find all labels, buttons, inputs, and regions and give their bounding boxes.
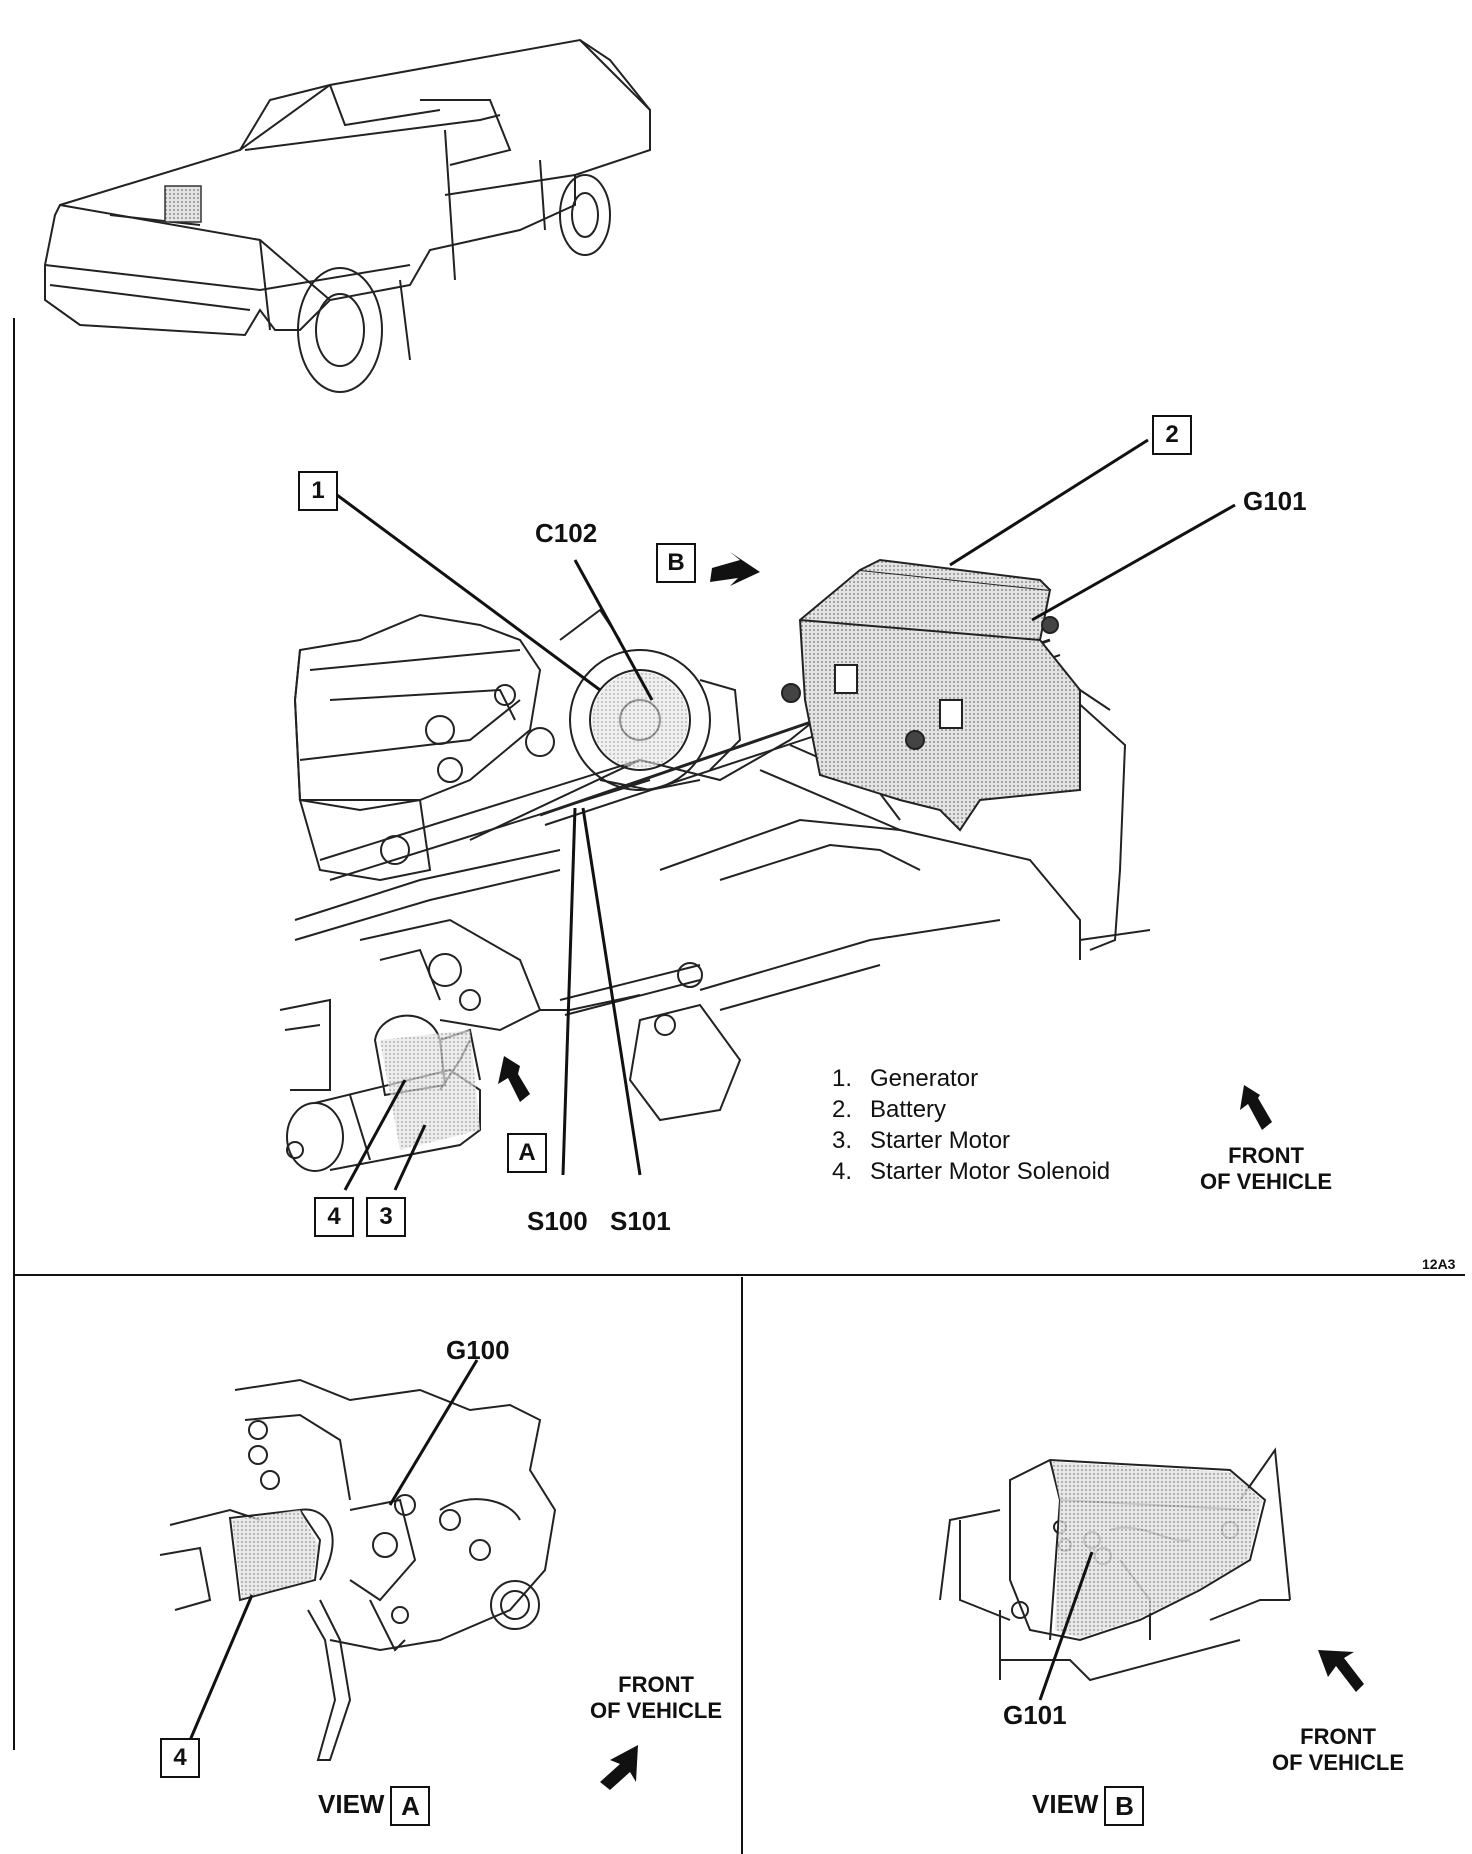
splice-label-s100: S100 [527,1206,588,1236]
view-a-letter: A [390,1786,431,1826]
figure-code: 12A3 [1422,1256,1456,1272]
view-a-drawing [159,1378,557,1761]
splice-label-s101: S101 [610,1206,671,1236]
view-a-text: VIEW [318,1788,385,1819]
front-label-line2: OF VEHICLE [1272,1750,1405,1775]
view-a-front-arrow [600,1745,638,1790]
callout-box-4-view-a: 4 [160,1738,200,1778]
ground-label-g100: G100 [446,1335,510,1365]
legend-item-number: 4. [832,1158,853,1185]
view-b-front-arrow [1318,1650,1364,1692]
callout-leaders [336,438,1236,1191]
connector-label-c102: C102 [535,518,598,548]
legend-item: 1. Generator [832,1063,1110,1094]
pickup-truck-illustration [44,38,651,393]
callout-box-2: 2 [1152,415,1192,455]
front-label-line1: FRONT [618,1672,694,1697]
callout-box-a: A [507,1133,547,1173]
view-b-letter: B [1104,1786,1145,1826]
callout-box-b: B [656,543,696,583]
legend-item: 4. Starter Motor Solenoid [832,1156,1110,1187]
view-b-text: VIEW [1032,1788,1099,1819]
callout-box-1: 1 [298,471,338,511]
legend-item: 2. Battery [832,1094,1110,1125]
front-label-line1: FRONT [1228,1143,1304,1168]
front-of-vehicle-main: FRONT OF VEHICLE [1200,1143,1332,1195]
legend-item-number: 2. [832,1096,853,1123]
direction-arrows [498,552,1272,1130]
callout-box-3: 3 [366,1197,406,1237]
front-of-vehicle-view-b: FRONT OF VEHICLE [1272,1724,1404,1776]
front-label-line2: OF VEHICLE [590,1698,723,1723]
ground-label-g101: G101 [1243,486,1307,516]
callout-box-4: 4 [314,1197,354,1237]
legend-item-number: 3. [832,1127,853,1154]
legend-item-label: Starter Motor Solenoid [870,1158,1111,1185]
legend-item-label: Generator [870,1065,979,1092]
front-label-line2: OF VEHICLE [1200,1169,1333,1194]
battery-drawing [781,558,1111,832]
ground-label-g101-view-b: G101 [1003,1700,1067,1730]
legend-item-number: 1. [832,1065,853,1092]
legend-item: 3. Starter Motor [832,1125,1110,1156]
front-label-line1: FRONT [1300,1724,1376,1749]
battery-location-marker [164,185,202,223]
front-of-vehicle-view-a: FRONT OF VEHICLE [590,1672,722,1724]
component-legend: 1. Generator 2. Battery 3. Starter Motor 4.… [832,1063,1110,1187]
legend-item-label: Battery [870,1096,947,1123]
legend-item-label: Starter Motor [870,1127,1011,1154]
